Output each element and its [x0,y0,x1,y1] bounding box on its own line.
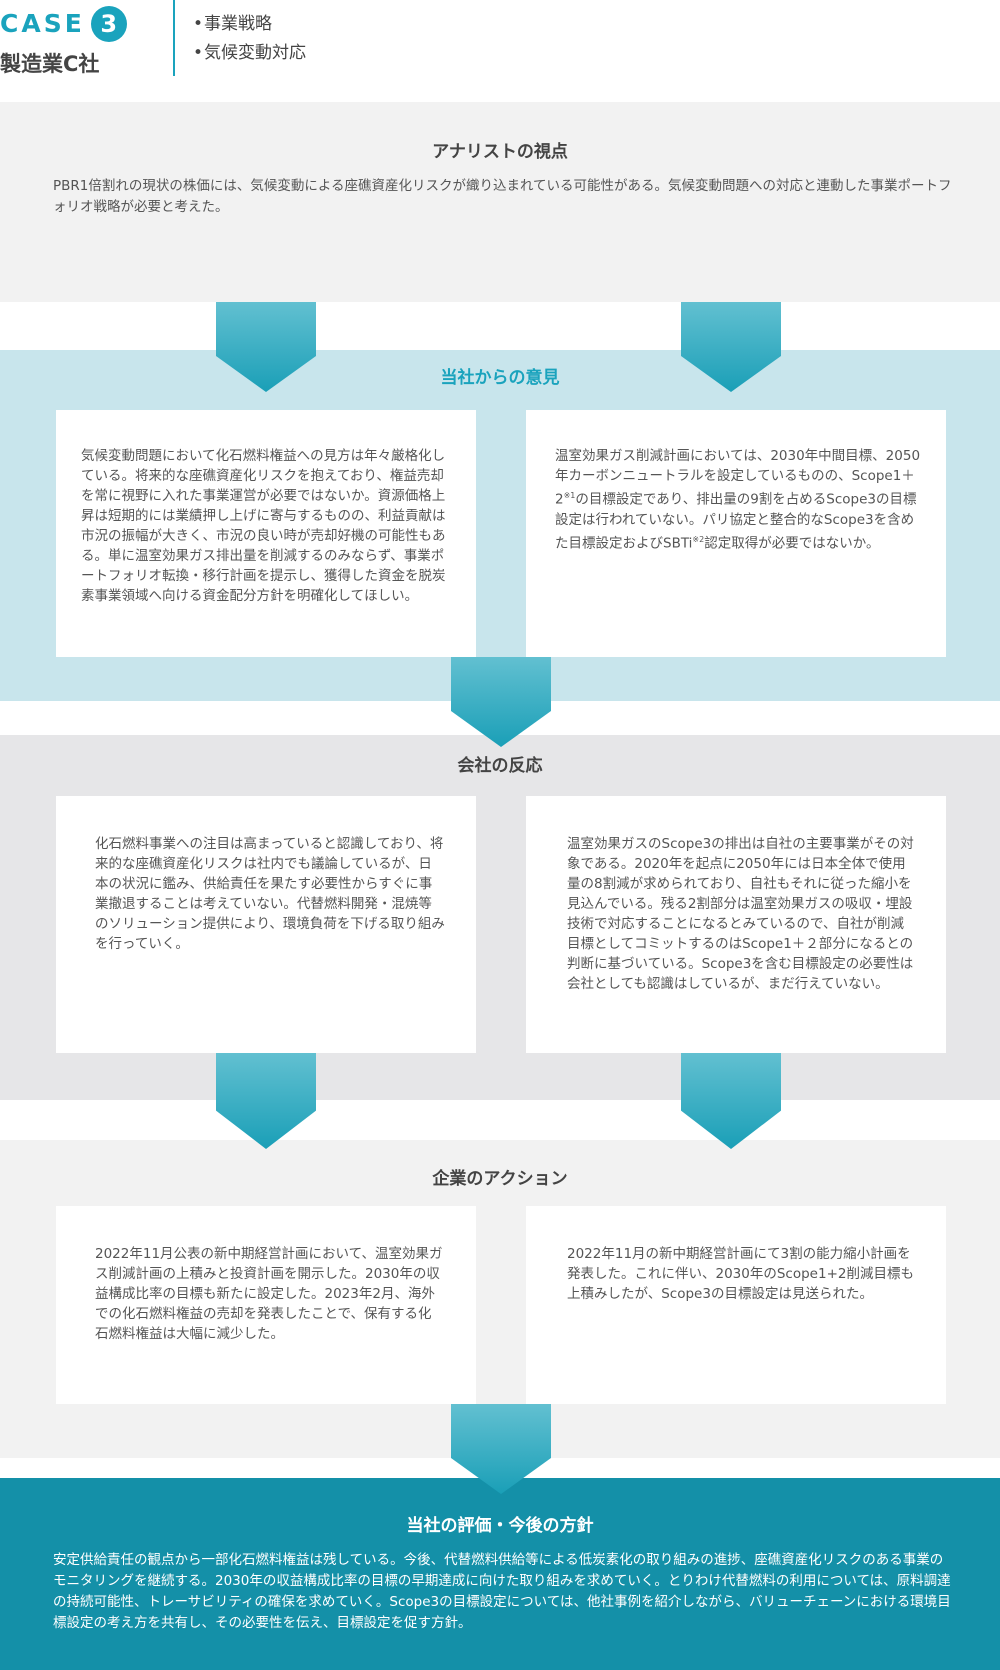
action-left-text: 2022年11月公表の新中期経営計画において、温室効果ガス削減計画の上積みと投資… [95,1246,443,1342]
footnote-1: ※1 [563,491,576,500]
tag-list: 事業戦略 気候変動対応 [193,10,306,68]
company-name: 製造業C社 [0,52,100,76]
case-badge: CASE 3 [0,6,127,42]
action-right-text: 2022年11月の新中期経営計画にて3割の能力縮小計画を発表した。これに伴い、2… [567,1246,914,1302]
case-label: CASE [0,9,85,38]
evaluation-title: 当社の評価・今後の方針 [406,1516,594,1536]
arrow-down-icon [216,1053,316,1149]
opinion-card-left: 気候変動問題において化石燃料権益への見方は年々厳格化している。将来的な座礁資産化… [56,410,476,657]
opinion-right-part2: の目標設定であり、排出量の9割を占めるScope3の目標設定は行われていない。パ… [555,491,917,552]
arrow-down-icon [681,1053,781,1149]
action-card-left: 2022年11月公表の新中期経営計画において、温室効果ガス削減計画の上積みと投資… [56,1206,476,1404]
opinion-right-text: 温室効果ガス削減計画においては、2030年中間目標、2050年カーボンニュートラ… [555,446,923,553]
opinion-left-text: 気候変動問題において化石燃料権益への見方は年々厳格化している。将来的な座礁資産化… [81,448,446,604]
evaluation-text: 安定供給責任の観点から一部化石燃料権益は残している。今後、代替燃料供給等による低… [53,1552,951,1631]
case-number: 3 [90,6,127,42]
opinion-right-part3: 認定取得が必要ではないか。 [704,535,880,551]
analyst-text: PBR1倍割れの現状の株価には、気候変動による座礁資産化リスクが織り込まれている… [53,178,952,215]
header-divider [173,0,175,76]
reaction-card-right: 温室効果ガスのScope3の排出は自社の主要事業がその対象である。2020年を起… [526,796,946,1053]
tag-item: 気候変動対応 [193,39,306,68]
reaction-card-left: 化石燃料事業への注目は高まっていると認識しており、将来的な座礁資産化リスクは社内… [56,796,476,1053]
reaction-right-text: 温室効果ガスのScope3の排出は自社の主要事業がその対象である。2020年を起… [567,836,914,992]
analyst-section [0,102,1000,302]
footnote-2: ※2 [692,534,705,544]
opinion-card-right: 温室効果ガス削減計画においては、2030年中間目標、2050年カーボンニュートラ… [526,410,946,657]
evaluation-section [0,1478,1000,1670]
reaction-left-text: 化石燃料事業への注目は高まっていると認識しており、将来的な座礁資産化リスクは社内… [95,836,445,952]
opinion-right-part1: 温室効果ガス削減計画においては、2030年中間目標、2050年カーボンニュートラ… [555,448,921,508]
analyst-title: アナリストの視点 [432,142,568,162]
action-title: 企業のアクション [432,1169,568,1189]
action-card-right: 2022年11月の新中期経営計画にて3割の能力縮小計画を発表した。これに伴い、2… [526,1206,946,1404]
tag-item: 事業戦略 [193,10,306,39]
reaction-title: 会社の反応 [457,756,543,776]
arrow-down-icon [451,657,551,747]
opinion-title: 当社からの意見 [440,368,560,388]
